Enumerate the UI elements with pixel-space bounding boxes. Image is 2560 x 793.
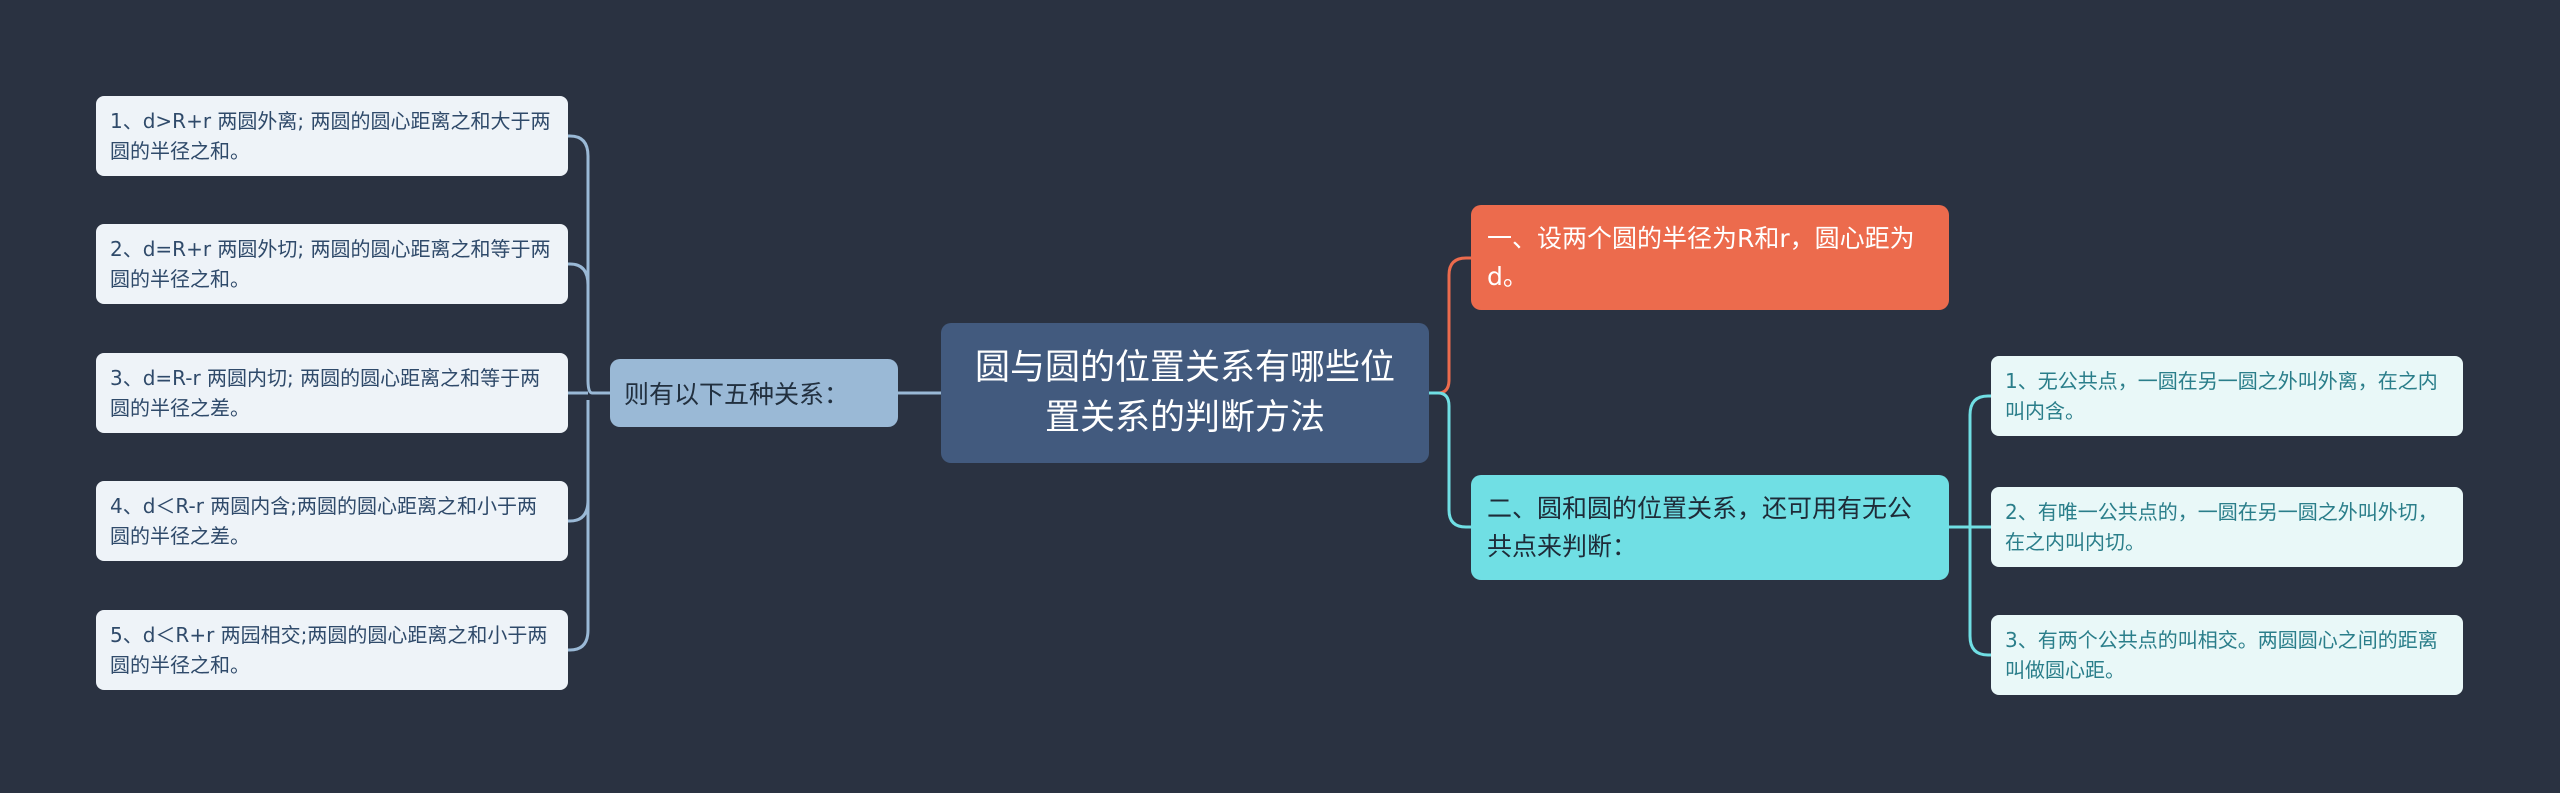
connector-left-leaf-5 bbox=[568, 500, 590, 652]
central-topic[interactable]: 圆与圆的位置关系有哪些位置关系的判断方法 bbox=[941, 323, 1429, 463]
left-leaf-label: 3、d=R-r 两圆内切; 两圆的圆心距离之和等于两圆的半径之差。 bbox=[110, 366, 541, 420]
right-branch-cyan-label: 二、圆和圆的位置关系，还可用有无公共点来判断： bbox=[1487, 493, 1913, 561]
connector-left-leaf-4 bbox=[568, 400, 590, 523]
right-leaf-1[interactable]: 1、无公共点，一圆在另一圆之外叫外离，在之内叫内含。 bbox=[1991, 356, 2463, 436]
right-leaf-label: 1、无公共点，一圆在另一圆之外叫外离，在之内叫内含。 bbox=[2005, 369, 2438, 423]
central-topic-label: 圆与圆的位置关系有哪些位置关系的判断方法 bbox=[974, 348, 1395, 438]
right-leaf-3[interactable]: 3、有两个公共点的叫相交。两圆圆心之间的距离叫做圆心距。 bbox=[1991, 615, 2463, 695]
left-leaf-label: 5、d＜R+r 两园相交;两圆的圆心距离之和小于两圆的半径之和。 bbox=[110, 623, 548, 677]
left-branch-label: 则有以下五种关系： bbox=[624, 380, 850, 409]
connector-left-leaf-1 bbox=[568, 134, 610, 395]
connector-central-orange bbox=[1429, 256, 1471, 395]
left-leaf-1[interactable]: 1、d>R+r 两圆外离; 两圆的圆心距离之和大于两圆的半径之和。 bbox=[96, 96, 568, 176]
left-leaf-2[interactable]: 2、d=R+r 两圆外切; 两圆的圆心距离之和等于两圆的半径之和。 bbox=[96, 224, 568, 304]
right-leaf-2[interactable]: 2、有唯一公共点的，一圆在另一圆之外叫外切，在之内叫内切。 bbox=[1991, 487, 2463, 567]
right-branch-orange[interactable]: 一、设两个圆的半径为R和r，圆心距为d。 bbox=[1471, 205, 1949, 310]
left-leaf-label: 4、d＜R-r 两圆内含;两圆的圆心距离之和小于两圆的半径之差。 bbox=[110, 494, 538, 548]
right-branch-orange-label: 一、设两个圆的半径为R和r，圆心距为d。 bbox=[1487, 223, 1915, 291]
left-leaf-3[interactable]: 3、d=R-r 两圆内切; 两圆的圆心距离之和等于两圆的半径之差。 bbox=[96, 353, 568, 433]
connector-left-leaf-2 bbox=[568, 262, 590, 286]
connector-right-leaf-3 bbox=[1968, 527, 1991, 657]
connector-right-leaf-1 bbox=[1949, 394, 1991, 529]
left-leaf-label: 2、d=R+r 两圆外切; 两圆的圆心距离之和等于两圆的半径之和。 bbox=[110, 237, 551, 291]
connector-central-cyan bbox=[1429, 391, 1471, 529]
right-leaf-label: 3、有两个公共点的叫相交。两圆圆心之间的距离叫做圆心距。 bbox=[2005, 628, 2438, 682]
left-branch-topic[interactable]: 则有以下五种关系： bbox=[610, 359, 898, 427]
right-branch-cyan[interactable]: 二、圆和圆的位置关系，还可用有无公共点来判断： bbox=[1471, 475, 1949, 580]
left-leaf-4[interactable]: 4、d＜R-r 两圆内含;两圆的圆心距离之和小于两圆的半径之差。 bbox=[96, 481, 568, 561]
left-leaf-5[interactable]: 5、d＜R+r 两园相交;两圆的圆心距离之和小于两圆的半径之和。 bbox=[96, 610, 568, 690]
right-leaf-label: 2、有唯一公共点的，一圆在另一圆之外叫外切，在之内叫内切。 bbox=[2005, 500, 2438, 554]
left-leaf-label: 1、d>R+r 两圆外离; 两圆的圆心距离之和大于两圆的半径之和。 bbox=[110, 109, 551, 163]
